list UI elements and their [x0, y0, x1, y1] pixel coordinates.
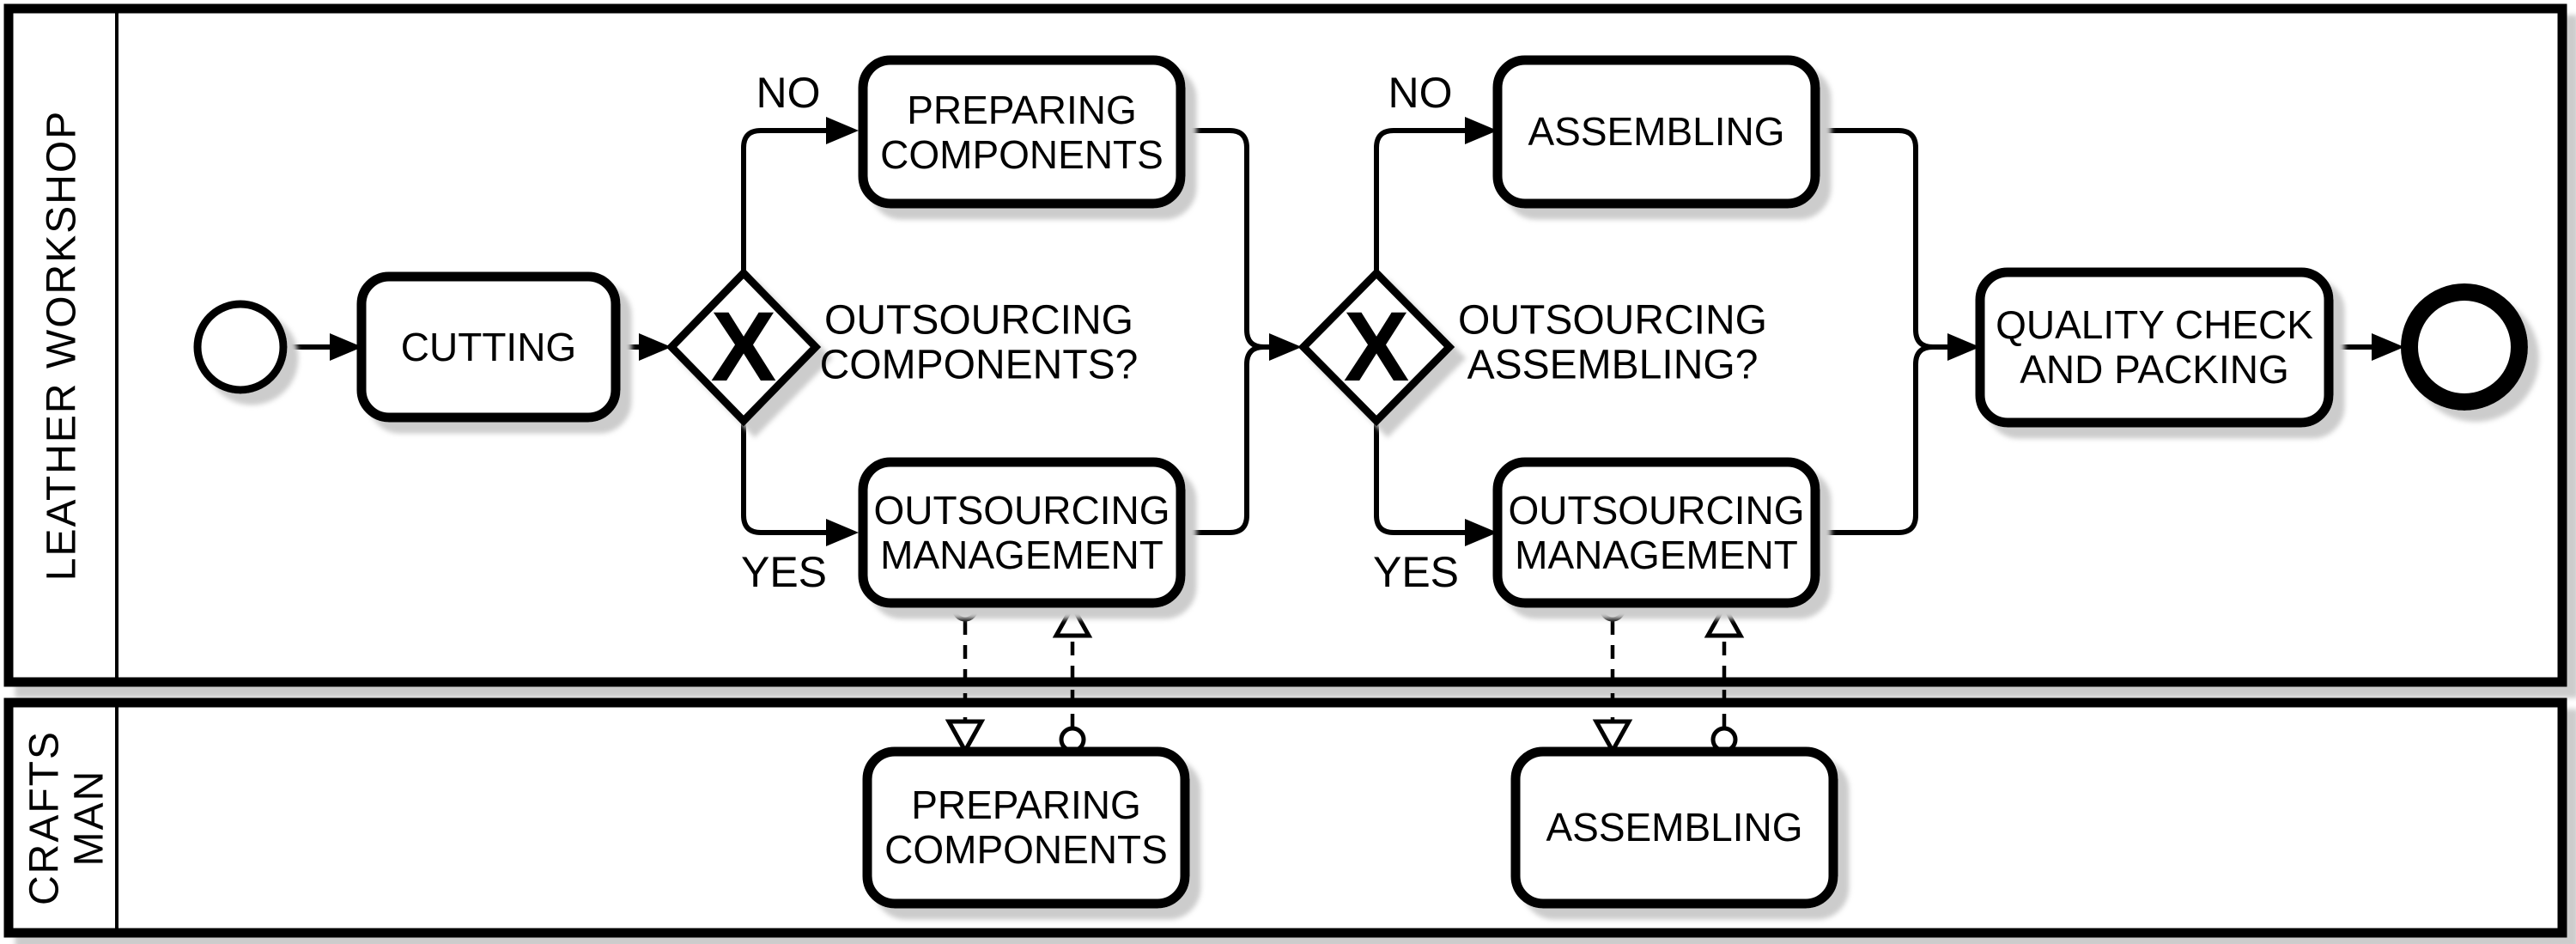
end-event-icon [2401, 283, 2528, 411]
arrowhead-icon [826, 117, 859, 144]
task-assembling-top-box [1492, 55, 1820, 209]
arrowhead-icon [1947, 333, 1980, 361]
gateway2-yes-label: YES [1373, 548, 1459, 596]
task-outsourcing2-label-line2: MANAGEMENT [1515, 533, 1798, 577]
task-preparing-components-top: PREPARING COMPONENTS [858, 55, 1186, 209]
gateway-outsourcing-assembling: X NO YES OUTSOURCING ASSEMBLING? [1297, 69, 1767, 596]
arrowhead-icon [826, 519, 859, 546]
task-quality-check-packing: QUALITY CHECK AND PACKING [1975, 267, 2334, 428]
gateway2-no-label: NO [1388, 69, 1453, 117]
task-outsourcing2-label-line1: OUTSOURCING [1509, 488, 1805, 533]
sequence-flows [283, 117, 2404, 546]
arrowhead-icon [1465, 519, 1498, 546]
task-assembling-top: ASSEMBLING [1492, 55, 1820, 209]
task-assembling-bottom: ASSEMBLING [1510, 746, 1838, 909]
message-arrowhead-icon [1704, 601, 1745, 638]
task-outsourcing-management-1: OUTSOURCING MANAGEMENT [858, 457, 1186, 608]
gateway1-question-line1: OUTSOURCING [824, 298, 1133, 344]
message-arrowhead-icon [945, 719, 986, 756]
task-preparing-components-bottom: PREPARING COMPONENTS [862, 746, 1190, 909]
lane-label-craftsman-line1: CRAFTS [22, 730, 68, 905]
gateway1-yes-label: YES [741, 548, 827, 596]
arrowhead-icon [1269, 333, 1302, 361]
pool-craftsman: CRAFTS MAN [3, 697, 2567, 938]
xor-gateway-icon [665, 267, 822, 427]
task-preparing-bottom-box [862, 746, 1190, 909]
gateway-outsourcing-components: X NO YES OUTSOURCING COMPONENTS? [665, 69, 1139, 596]
task-preparing-top-box [858, 55, 1186, 209]
task-preparing-bottom-label-line2: COMPONENTS [884, 827, 1168, 872]
task-cutting-label: CUTTING [401, 325, 576, 369]
xor-gateway-icon [1297, 267, 1455, 427]
lane-label-leather-workshop: LEATHER WORKSHOP [39, 110, 85, 582]
task-preparing-top-label-line2: COMPONENTS [880, 132, 1163, 177]
arrowhead-icon [2372, 333, 2404, 361]
arrowhead-icon [1465, 117, 1498, 144]
task-outsourcing-management-2: OUTSOURCING MANAGEMENT [1492, 457, 1820, 608]
lane-label-craftsman-line2: MAN [67, 770, 112, 867]
message-arrowhead-icon [1592, 719, 1633, 756]
task-assembling-bottom-label: ASSEMBLING [1546, 805, 1802, 850]
gateway2-question-line1: OUTSOURCING [1458, 298, 1767, 344]
task-outsourcing1-label-line1: OUTSOURCING [874, 488, 1170, 533]
task-quality-label-line1: QUALITY CHECK [1996, 302, 2313, 347]
task-quality-box [1975, 267, 2334, 428]
task-quality-label-line2: AND PACKING [2020, 347, 2289, 392]
gateway2-question-line2: ASSEMBLING? [1467, 343, 1759, 388]
flow-outsourcing1-to-gateway2 [1181, 344, 1265, 535]
task-outsourcing2-box [1492, 457, 1820, 608]
gateway1-no-label: NO [756, 69, 821, 117]
flow-gateway1-yes [741, 421, 826, 535]
task-outsourcing1-box [858, 457, 1186, 608]
flow-outsourcing2-to-quality [1815, 344, 1934, 535]
flow-gateway2-yes [1374, 421, 1465, 535]
gateway1-question-line2: COMPONENTS? [820, 343, 1139, 388]
message-arrowhead-icon [1052, 601, 1093, 638]
task-outsourcing1-label-line2: MANAGEMENT [880, 533, 1163, 577]
pool-craftsman-border [3, 697, 2567, 938]
task-assembling-bottom-box [1510, 746, 1838, 909]
flow-gateway2-no [1374, 128, 1465, 273]
gateway1-x-symbol: X [711, 292, 777, 402]
gateway2-x-symbol: X [1344, 292, 1410, 402]
start-event-icon [193, 300, 288, 394]
task-cutting: CUTTING [356, 271, 621, 423]
task-cutting-box [356, 271, 621, 423]
arrowhead-icon [639, 333, 671, 361]
task-preparing-bottom-label-line1: PREPARING [911, 783, 1141, 827]
task-assembling-top-label: ASSEMBLING [1528, 109, 1784, 154]
arrowhead-icon [330, 333, 362, 361]
task-preparing-top-label-line1: PREPARING [907, 88, 1137, 132]
flow-gateway1-no [741, 128, 826, 273]
